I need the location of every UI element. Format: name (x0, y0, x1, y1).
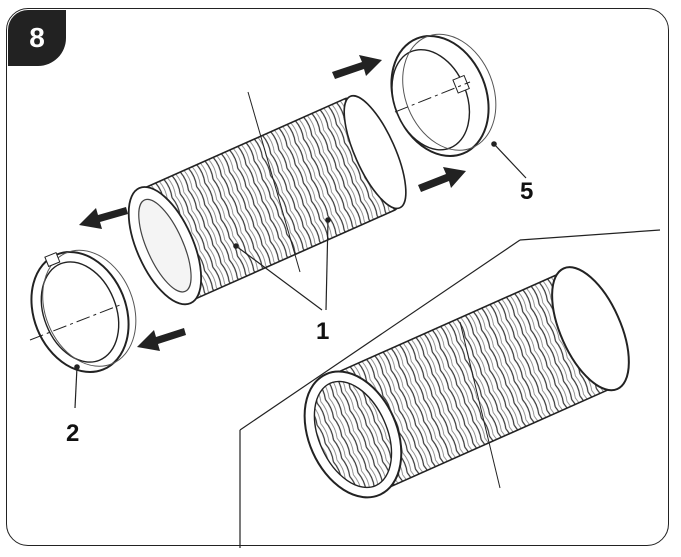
figure-frame (6, 8, 669, 546)
left-connector-ring (30, 249, 137, 374)
arrow-icon (79, 55, 466, 351)
step-badge: 8 (8, 10, 66, 66)
callout-2: 2 (66, 420, 80, 447)
callout-leaders (74, 141, 527, 409)
callout-5: 5 (520, 178, 534, 205)
hose-axis-line (247, 91, 301, 273)
hose-main (127, 94, 407, 306)
callout-1: 1 (316, 318, 330, 345)
hose-assembled-axis-line (459, 321, 501, 489)
inset-divider (239, 229, 661, 548)
right-connector-ring (390, 33, 497, 158)
hose-assembled (303, 266, 630, 499)
